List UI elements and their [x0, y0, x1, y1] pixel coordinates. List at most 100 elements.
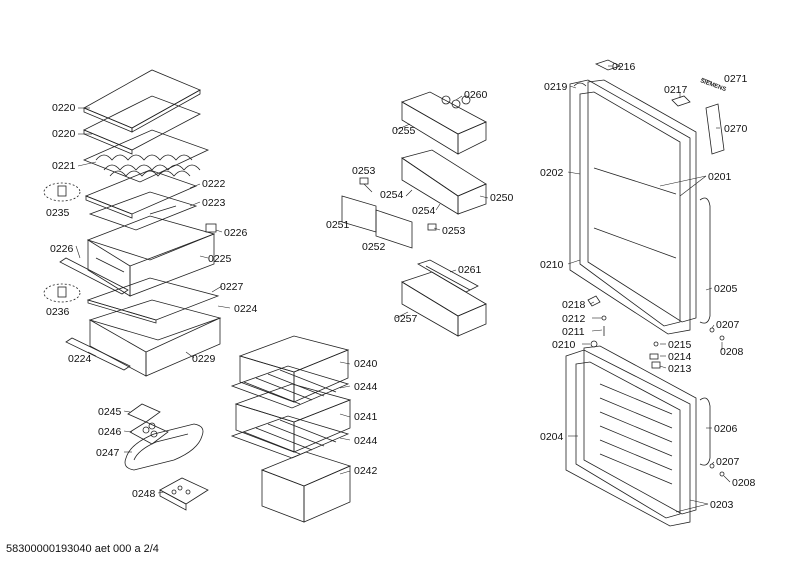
label-0207-b: 0207 [716, 456, 740, 468]
label-0220-a: 0220 [52, 102, 76, 114]
upper-door-seal-0201 [587, 79, 697, 323]
hinge-0226 [205, 223, 217, 233]
clip-0236 [43, 283, 81, 303]
label-0226-a: 0226 [224, 227, 248, 239]
label-0210-a: 0210 [540, 259, 564, 271]
label-0253-a: 0253 [352, 165, 376, 177]
lower-door-seal-0203 [583, 345, 697, 515]
label-0208-a: 0208 [720, 346, 744, 358]
label-0252: 0252 [362, 241, 386, 253]
label-0227: 0227 [220, 281, 244, 293]
label-0210-b: 0210 [552, 339, 576, 351]
lower-handle-0206 [699, 397, 711, 466]
bottle-rack [82, 129, 210, 183]
label-0220-b: 0220 [52, 128, 76, 140]
cable-0219 [573, 82, 587, 87]
holder-0248 [159, 477, 209, 511]
glass-shelf-second [83, 95, 201, 155]
door-tray-0257 [401, 271, 487, 337]
label-0213: 0213 [668, 363, 692, 375]
label-0221: 0221 [52, 160, 76, 172]
label-0201: 0201 [708, 171, 732, 183]
label-0235: 0235 [46, 207, 70, 219]
label-0224-b: 0224 [68, 353, 92, 365]
label-0250: 0250 [490, 192, 514, 204]
upper-handle-0205 [699, 197, 711, 324]
label-0242: 0242 [354, 465, 378, 477]
label-0204: 0204 [540, 431, 564, 443]
label-0246: 0246 [98, 426, 122, 438]
clip-0235 [43, 182, 81, 202]
top-hinge-0216 [594, 59, 622, 71]
brand-logo: SIEMENS [699, 78, 726, 93]
label-0257: 0257 [394, 313, 418, 325]
label-0271: 0271 [724, 73, 748, 85]
freezer-drawer-0242 [260, 451, 352, 523]
egg-tray-0247 [124, 423, 204, 471]
label-0224-a: 0224 [234, 303, 258, 315]
label-0248: 0248 [132, 488, 156, 500]
label-0215: 0215 [668, 339, 692, 351]
handle-0270 [705, 103, 725, 155]
label-0254-b: 0254 [412, 205, 436, 217]
label-0240: 0240 [354, 358, 378, 370]
label-0253-b: 0253 [442, 225, 466, 237]
label-0217: 0217 [664, 84, 688, 96]
label-0247: 0247 [96, 447, 120, 459]
label-0202: 0202 [540, 167, 564, 179]
label-0255: 0255 [392, 125, 416, 137]
clip-0253b [427, 223, 437, 231]
label-0223: 0223 [202, 197, 226, 209]
glass-shelf-top [83, 69, 201, 133]
label-0260: 0260 [464, 89, 488, 101]
clip-0253a [359, 177, 369, 185]
ice-tray-0246 [129, 421, 169, 445]
label-0212: 0212 [562, 313, 586, 325]
leader-lines [75, 65, 731, 513]
label-0222: 0222 [202, 178, 226, 190]
label-0225: 0225 [208, 253, 232, 265]
label-0206: 0206 [714, 423, 738, 435]
label-0218: 0218 [562, 299, 586, 311]
drawer-0229 [88, 299, 222, 377]
label-0216: 0216 [612, 61, 636, 73]
label-0205: 0205 [714, 283, 738, 295]
label-0244-b: 0244 [354, 435, 378, 447]
freezer-drawer-0241 [234, 383, 352, 453]
label-0214: 0214 [668, 351, 692, 363]
freezer-grid-0244a [230, 365, 350, 409]
document-footer: 58300000193040 aet 000 a 2/4 [6, 543, 159, 555]
label-0211: 0211 [562, 326, 585, 338]
label-0270: 0270 [724, 123, 748, 135]
drawer-0225 [86, 215, 216, 297]
shelf-0223 [88, 191, 198, 231]
label-0236: 0236 [46, 306, 70, 318]
shelf-0222 [84, 169, 198, 219]
rail-0224-lower [65, 337, 131, 371]
label-0226-b: 0226 [50, 243, 74, 255]
label-0245: 0245 [98, 406, 122, 418]
door-tray-0255 [401, 91, 487, 155]
label-0261: 0261 [458, 264, 482, 276]
shelf-0227 [86, 277, 220, 324]
label-0203: 0203 [710, 499, 734, 511]
label-0244-a: 0244 [354, 381, 378, 393]
label-0241: 0241 [354, 411, 378, 423]
rail-0261 [417, 259, 479, 293]
cap-0217 [671, 95, 691, 107]
label-0251: 0251 [326, 219, 350, 231]
flap-0252 [375, 209, 413, 249]
upper-door-0202 [569, 79, 691, 335]
rail-0224-upper [59, 257, 129, 295]
label-0219: 0219 [544, 81, 568, 93]
freezer-drawer-0240 [238, 335, 350, 403]
ice-cube-tray-0245 [127, 403, 161, 423]
label-0229: 0229 [192, 353, 216, 365]
label-0208-b: 0208 [732, 477, 756, 489]
freezer-grid-0244b [230, 415, 350, 459]
label-0207-a: 0207 [716, 319, 740, 331]
lower-door-0204 [565, 349, 691, 527]
label-0254-a: 0254 [380, 189, 404, 201]
door-tray-0250 [401, 149, 487, 215]
